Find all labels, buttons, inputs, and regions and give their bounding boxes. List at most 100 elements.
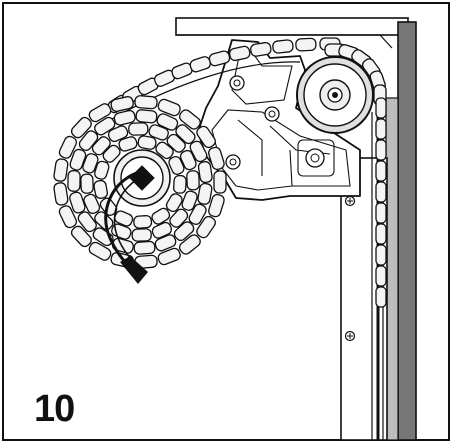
- shutter-slat: [94, 211, 114, 231]
- shutter-slat: [70, 116, 92, 139]
- shutter-slat: [157, 247, 181, 266]
- shutter-slat: [228, 45, 251, 62]
- roller-shaft: [113, 149, 171, 207]
- shutter-slat: [272, 39, 294, 54]
- shutter-slat: [375, 181, 387, 203]
- shutter-slat: [53, 182, 69, 206]
- shutter-slat: [178, 234, 201, 255]
- strand-band: [109, 61, 301, 121]
- shutter-slat: [88, 241, 112, 261]
- shutter-slat: [58, 135, 78, 159]
- shutter-slat: [208, 193, 225, 218]
- shutter-slat: [181, 190, 198, 211]
- step-number: 10: [34, 388, 75, 430]
- drive-cable: [104, 170, 148, 284]
- shutter-slat: [134, 95, 158, 110]
- rail-slats: [375, 97, 387, 308]
- shutter-slat: [173, 174, 187, 194]
- panel-border: [2, 2, 450, 441]
- shutter-slat: [83, 193, 101, 215]
- shutter-slat: [295, 37, 317, 52]
- shutter-slat: [114, 210, 134, 227]
- shutter-slat: [168, 155, 185, 175]
- shutter-slat: [179, 149, 197, 171]
- shutter-coil: [53, 95, 227, 269]
- shutter-slat: [53, 158, 69, 182]
- curtain-slat-strand: [107, 37, 387, 121]
- rail-screw: [344, 195, 356, 207]
- shutter-slat: [88, 103, 112, 123]
- shutter-slat: [197, 161, 213, 184]
- guide-roller: [296, 56, 374, 134]
- shutter-slat: [375, 139, 387, 161]
- shutter-slat: [175, 124, 196, 145]
- shutter-slat: [128, 122, 149, 136]
- shutter-slat: [156, 113, 179, 131]
- shutter-slat: [189, 56, 212, 73]
- shutter-slat: [375, 97, 387, 119]
- shutter-slat: [102, 144, 121, 163]
- bracket-bolt: [229, 75, 245, 91]
- shutter-slat: [70, 225, 92, 248]
- shutter-slat: [188, 203, 207, 225]
- shutter-slat: [197, 182, 213, 205]
- shutter-slat: [67, 170, 81, 192]
- shutter-slat: [151, 207, 171, 225]
- shutter-slat: [157, 98, 181, 117]
- shutter-slat: [196, 125, 216, 149]
- shutter-slat: [375, 265, 387, 287]
- shutter-slat: [99, 197, 118, 216]
- shutter-slat: [155, 141, 174, 160]
- housing-cover: [175, 17, 409, 36]
- shutter-slat: [133, 215, 153, 229]
- shutter-slat: [82, 153, 99, 174]
- bracket-bolt: [225, 154, 241, 170]
- shutter-slat: [375, 160, 387, 182]
- shutter-slat: [77, 211, 97, 233]
- shutter-slat: [375, 223, 387, 245]
- shutter-slat: [186, 170, 200, 191]
- shutter-slat: [94, 116, 116, 136]
- shutter-slat: [375, 118, 387, 140]
- shutter-slat: [208, 146, 225, 171]
- shutter-slat: [58, 205, 78, 229]
- rail-screw: [344, 330, 356, 342]
- bracket-bolt: [305, 148, 325, 168]
- shutter-slat: [137, 135, 157, 150]
- shutter-slat: [208, 50, 231, 67]
- side-bracket: [197, 39, 361, 201]
- shutter-slat: [69, 191, 86, 214]
- shutter-slat: [375, 202, 387, 224]
- shutter-slat: [151, 221, 173, 239]
- shutter-slat: [135, 109, 158, 124]
- shutter-slat: [178, 109, 201, 130]
- shutter-slat: [113, 109, 136, 126]
- shutter-slat: [110, 96, 134, 112]
- shutter-slat: [148, 124, 169, 141]
- shutter-slat: [118, 136, 138, 152]
- shutter-slat: [375, 244, 387, 266]
- shutter-slat: [189, 140, 208, 163]
- shutter-slat: [94, 160, 110, 180]
- shutter-slat: [173, 221, 195, 242]
- shutter-slat: [375, 286, 387, 308]
- shutter-slat: [154, 234, 177, 252]
- shutter-slat: [213, 170, 227, 194]
- shutter-slat: [250, 41, 272, 57]
- shutter-slat: [107, 125, 129, 143]
- shutter-slat: [91, 136, 111, 156]
- shutter-slat: [196, 215, 216, 239]
- bracket-bolt: [264, 106, 280, 122]
- shutter-slat: [78, 130, 99, 152]
- shutter-slat: [131, 228, 152, 242]
- shutter-slat: [133, 240, 156, 255]
- shutter-slat: [169, 208, 189, 228]
- shutter-slat: [69, 148, 87, 171]
- shutter-slat: [166, 133, 186, 153]
- shutter-slat: [93, 179, 109, 199]
- shutter-slat: [165, 193, 183, 213]
- shutter-slat: [80, 173, 94, 194]
- wall-profile: [397, 21, 417, 441]
